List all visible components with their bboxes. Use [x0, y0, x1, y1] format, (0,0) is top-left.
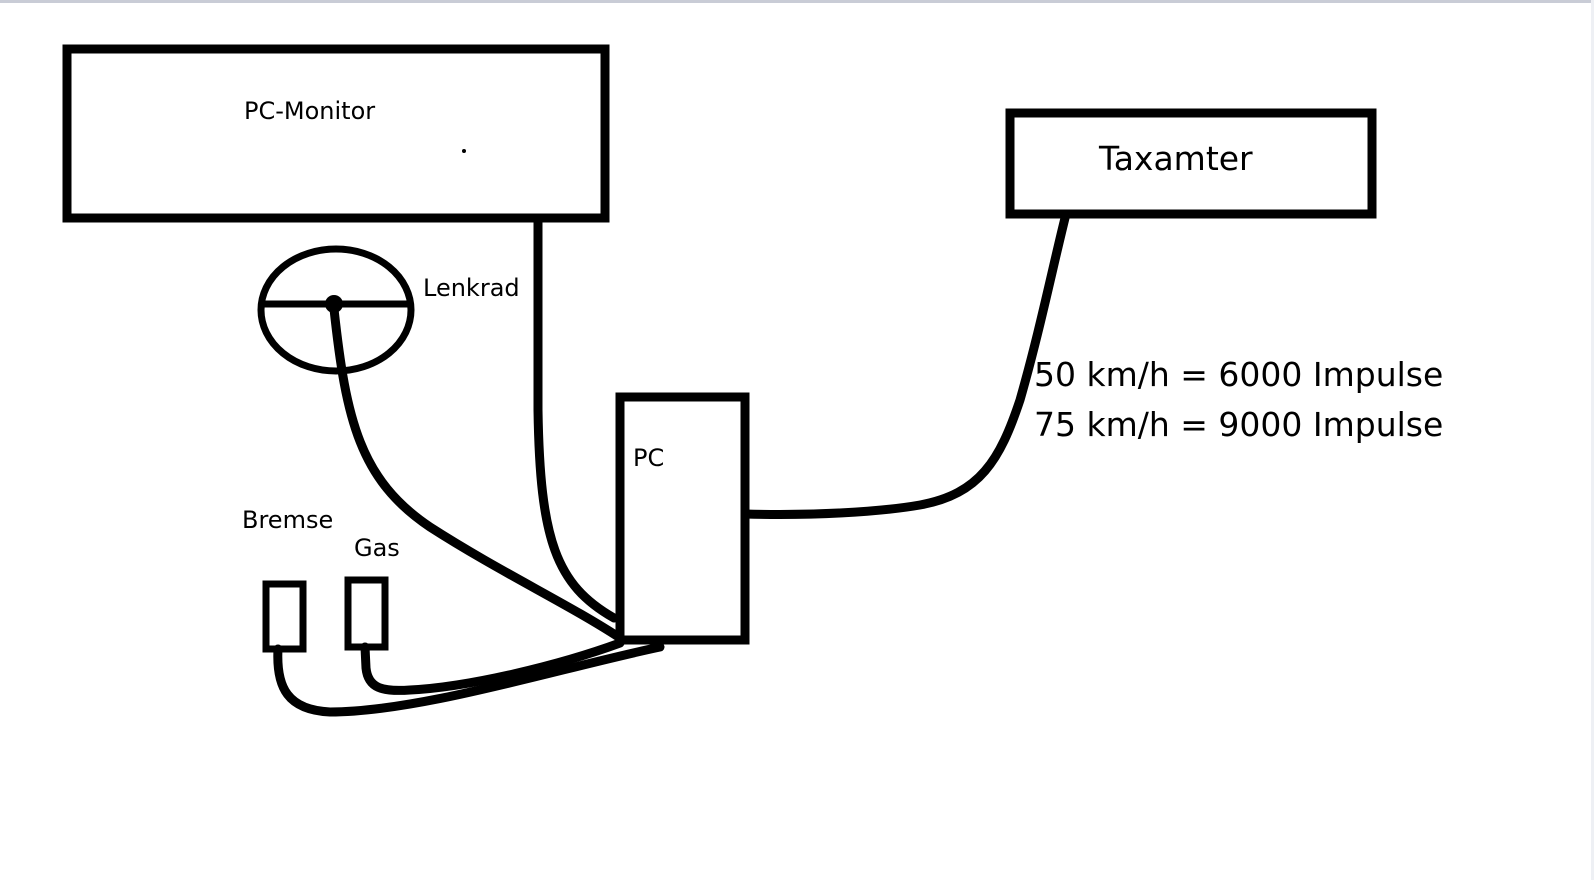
brake-label: Bremse — [242, 506, 334, 534]
pc-monitor-label: PC-Monitor — [244, 97, 376, 125]
gas-label: Gas — [354, 534, 400, 562]
window-right-border — [1591, 0, 1594, 880]
monitor-stray-dot — [462, 149, 466, 153]
steering-wheel-label: Lenkrad — [423, 274, 520, 302]
taxameter-label: Taxamter — [1099, 139, 1253, 178]
impulse-note-line-2: 75 km/h = 9000 Impulse — [1034, 405, 1444, 444]
window-top-border — [0, 0, 1594, 3]
impulse-note-line-1: 50 km/h = 6000 Impulse — [1034, 355, 1444, 394]
gas-pedal-box — [344, 576, 389, 651]
cable-gas-pc — [360, 638, 625, 695]
pc-label: PC — [633, 444, 665, 472]
cable-brake-pc — [273, 642, 665, 717]
cable-monitor-pc — [533, 213, 619, 623]
cable-pc-taxameter — [740, 209, 1071, 519]
cable-steering-pc — [329, 304, 625, 643]
taxameter-box — [1005, 108, 1377, 219]
steering-wheel — [257, 245, 415, 375]
pc-box — [615, 392, 750, 645]
pc-monitor-box — [62, 44, 610, 223]
brake-pedal-box — [262, 580, 307, 653]
steering-wheel-hub — [325, 295, 343, 313]
